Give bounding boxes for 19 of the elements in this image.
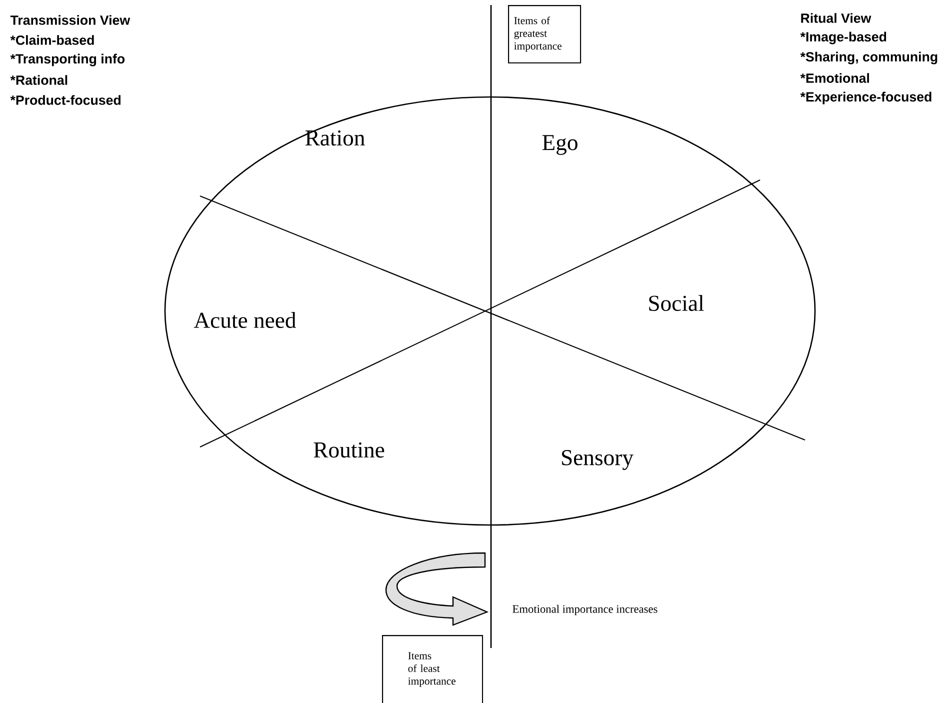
view-text: *Image-based xyxy=(800,32,886,44)
text-box: Items of greatest importance xyxy=(508,5,582,64)
segment-label: Ration xyxy=(305,130,365,146)
segment-label: Social xyxy=(649,295,704,311)
view-text: *Rational xyxy=(10,75,68,85)
text-box: Items of least importance xyxy=(382,635,484,703)
segment-label: Ego xyxy=(542,135,578,155)
view-text: *Sharing, communing xyxy=(800,52,938,64)
view-text: Transmission View xyxy=(10,15,130,25)
view-text: *Experience-focused xyxy=(800,92,932,104)
view-text: *Product-focused xyxy=(10,95,121,105)
segment-label: Acute need xyxy=(194,312,296,328)
axis-label: Emotional importance increases xyxy=(512,604,658,616)
segment-label: Sensory xyxy=(562,450,634,470)
view-text: *Emotional xyxy=(800,73,869,83)
view-text: Ritual View xyxy=(801,13,872,23)
segment-label: Routine xyxy=(314,442,384,458)
view-text: *Transporting info xyxy=(10,54,125,66)
view-text: *Claim-based xyxy=(10,35,94,45)
